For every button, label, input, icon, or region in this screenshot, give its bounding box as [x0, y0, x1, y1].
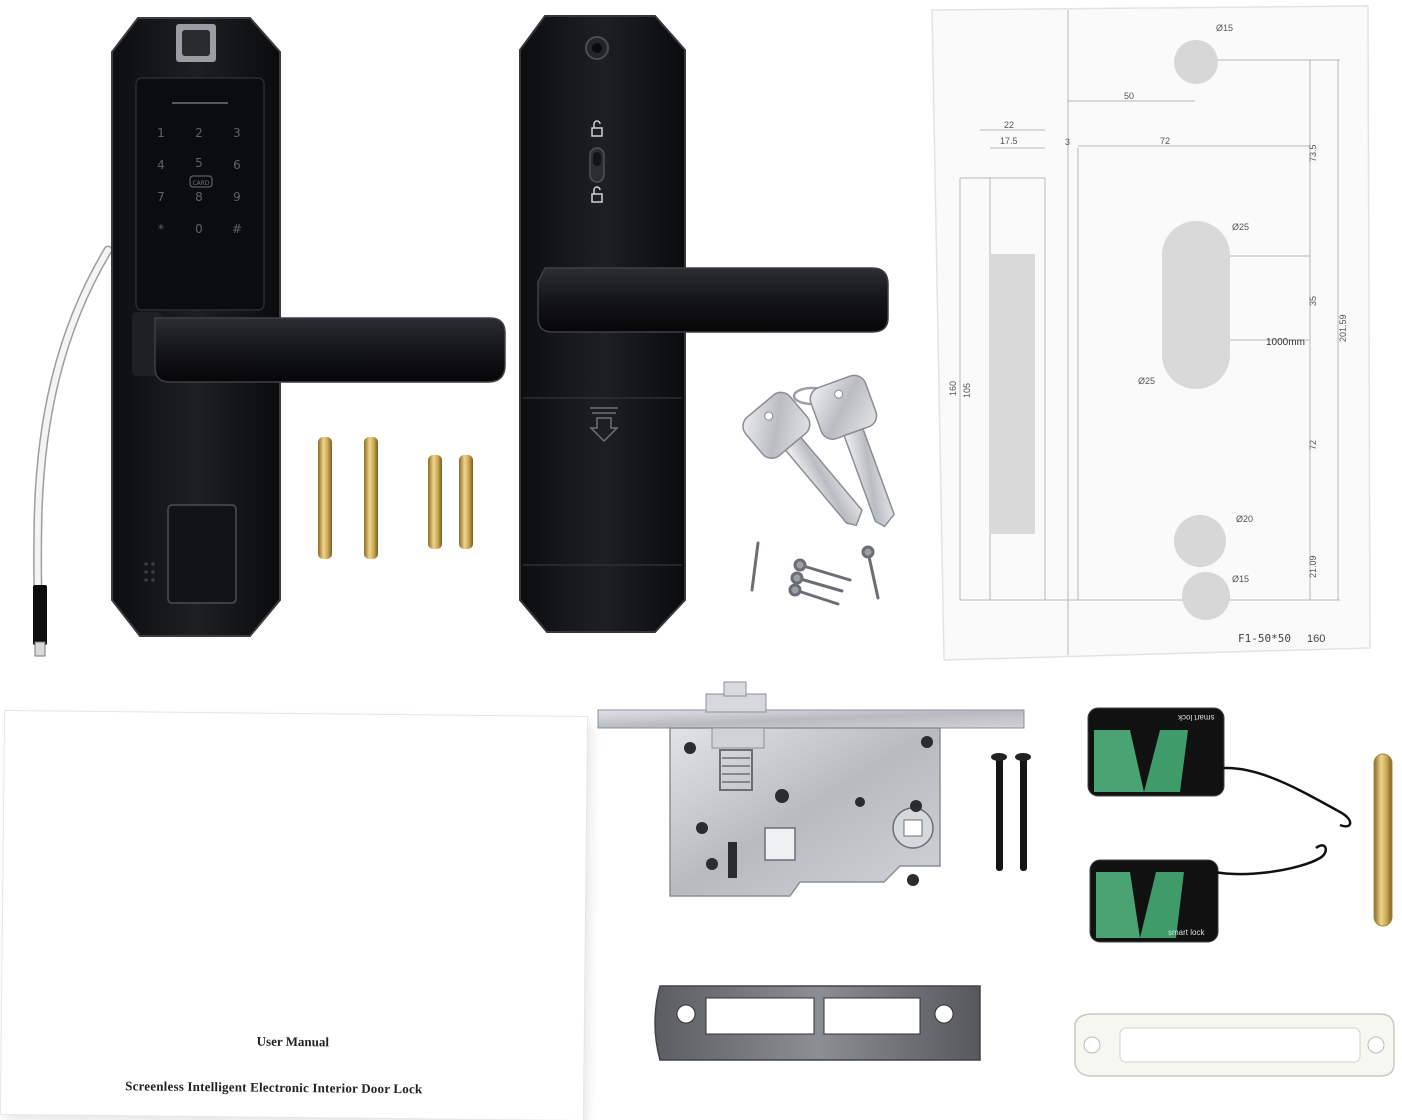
keypad-glass: [135, 77, 265, 311]
svg-text:73.5: 73.5: [1308, 144, 1318, 162]
plastic-strike-box: [1074, 1013, 1395, 1077]
long-bolts: [991, 753, 1031, 871]
front-lock-panel: CARD: [33, 17, 506, 657]
mounting-screws: [750, 541, 880, 606]
gold-rod: [1373, 753, 1393, 927]
keypad-key-8[interactable]: 8: [195, 190, 203, 204]
keypad-key-5[interactable]: 5: [195, 156, 203, 170]
lock-cable: [33, 245, 113, 645]
rfid-card-1: smart lock: [1087, 707, 1352, 828]
svg-text:Ø15: Ø15: [1216, 23, 1233, 33]
keypad-key-3[interactable]: 3: [233, 126, 241, 140]
svg-text:smart lock: smart lock: [1168, 928, 1205, 937]
svg-text:35: 35: [1308, 296, 1318, 306]
template-model: F1-50*50: [1238, 632, 1291, 645]
svg-text:Ø25: Ø25: [1138, 376, 1155, 386]
keypad-key-hash[interactable]: #: [231, 222, 243, 236]
mortise-lock-body: [597, 681, 1025, 897]
manual-title: User Manual: [256, 1033, 330, 1050]
lock-icon: [591, 186, 603, 203]
svg-text:160: 160: [948, 381, 958, 396]
mechanical-keys: [742, 374, 895, 528]
svg-text:CARD: CARD: [192, 180, 209, 187]
svg-text:21.09: 21.09: [1308, 555, 1318, 578]
svg-text:22: 22: [1004, 120, 1014, 130]
installation-template: Ø15 50 22 17.5 3 72 73.5 Ø25 35 201.59 1…: [931, 5, 1371, 661]
front-handle: [154, 317, 506, 383]
keypad-key-0[interactable]: 0: [195, 222, 203, 236]
unlock-icon: [591, 120, 603, 137]
keypad-key-1[interactable]: 1: [157, 126, 165, 140]
rfid-card-2: smart lock: [1089, 844, 1328, 943]
keypad-key-4[interactable]: 4: [157, 158, 165, 172]
svg-text:Ø20: Ø20: [1236, 514, 1253, 524]
cable-connector: [33, 585, 47, 645]
manual-subtitle: Screenless Intelligent Electronic Interi…: [125, 1078, 423, 1097]
speaker-holes: [144, 562, 155, 582]
keypad-key-star[interactable]: *: [158, 222, 164, 236]
keypad-key-6[interactable]: 6: [233, 158, 241, 172]
svg-text:smart lock: smart lock: [1177, 713, 1214, 722]
bottom-fingerprint-pad: [167, 504, 237, 604]
keypad-key-9[interactable]: 9: [233, 190, 241, 204]
svg-text:72: 72: [1160, 136, 1170, 146]
brass-spindles: [318, 437, 473, 559]
svg-text:3: 3: [1065, 137, 1070, 147]
user-manual: User Manual Screenless Intelligent Elect…: [0, 710, 588, 1120]
svg-text:Ø25: Ø25: [1232, 222, 1249, 232]
svg-text:201.59: 201.59: [1338, 314, 1348, 342]
svg-text:105: 105: [962, 383, 972, 398]
keypad-key-2[interactable]: 2: [195, 126, 203, 140]
svg-text:72: 72: [1308, 440, 1318, 450]
keypad-key-7[interactable]: 7: [157, 190, 165, 204]
back-lock-panel: [519, 15, 889, 633]
battery-cover-arrow-icon: [589, 407, 619, 443]
svg-text:1000mm: 1000mm: [1266, 337, 1305, 348]
card-badge: [189, 175, 213, 188]
svg-text:17.5: 17.5: [1000, 136, 1018, 146]
svg-text:Ø15: Ø15: [1232, 574, 1249, 584]
strike-plate: [654, 985, 981, 1061]
rfid-key-fobs: smart lock smart lock: [1087, 707, 1352, 943]
template-backset: 160: [1307, 633, 1325, 645]
svg-text:50: 50: [1124, 91, 1134, 101]
back-handle: [537, 267, 889, 333]
